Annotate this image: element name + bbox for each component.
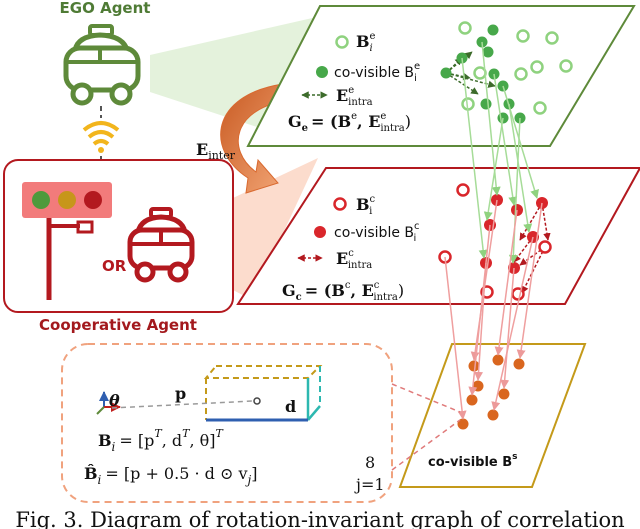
legend-box-marker-coop — [333, 197, 347, 211]
coop-to-fused-arrow — [500, 267, 515, 389]
coop-view-beam — [233, 158, 318, 300]
coop-box-node — [511, 287, 525, 301]
legend-covis-marker-coop — [314, 226, 326, 238]
fused-node — [466, 394, 478, 406]
ego-agent-label: EGO Agent — [60, 0, 151, 17]
ego-box-node — [530, 60, 544, 74]
legend-box-marker-ego — [335, 35, 349, 49]
ego-box-node — [516, 29, 530, 43]
ego-car-icon — [63, 24, 141, 106]
coop-box-node — [538, 240, 552, 254]
fused-node — [472, 380, 484, 392]
ego-box-node — [533, 101, 547, 115]
ego-covisible-node — [480, 98, 492, 110]
d-label: d — [285, 397, 296, 416]
coop-to-fused-arrow — [444, 256, 467, 420]
coop-plane-nodes — [438, 183, 552, 301]
ego-to-coop-arrow — [508, 103, 533, 233]
ego-intra-edge — [445, 72, 479, 95]
correspondence-arrows — [444, 41, 543, 420]
einter-label: Einter — [196, 140, 236, 162]
or-label: OR — [102, 257, 127, 275]
ego-covisible-node — [487, 24, 499, 36]
ego-to-coop-arrow — [483, 117, 504, 221]
bounding-box-3d — [203, 365, 323, 422]
legend-covis-marker-ego — [316, 66, 328, 78]
coop-intra-edge — [541, 202, 551, 241]
coop-car-icon — [127, 207, 195, 283]
coop-to-fused-arrow — [516, 202, 543, 359]
coop-intra-edge — [519, 202, 543, 241]
ego-box-node — [473, 66, 487, 80]
coop-box-node — [456, 183, 470, 197]
ego-intra-edge — [445, 57, 463, 74]
ego-view-beam — [150, 14, 330, 128]
fused-node — [468, 360, 480, 372]
fused-plane-nodes — [457, 354, 525, 430]
coop-intra-edge — [521, 246, 546, 294]
fused-node — [457, 418, 469, 430]
coop-to-fused-arrow — [468, 224, 491, 396]
ego-box-node — [458, 21, 472, 35]
coop-to-fused-arrow — [494, 209, 518, 356]
fused-node — [498, 388, 510, 400]
detail-link-upper — [391, 383, 461, 413]
fused-node — [513, 358, 525, 370]
ego-to-coop-arrow — [461, 57, 488, 259]
eq2-lower-limit: j=1 — [354, 475, 385, 494]
fused-plane-label: co-visible Bs — [428, 452, 518, 470]
box-detail-frame — [61, 343, 393, 503]
traffic-light-icon — [22, 182, 112, 300]
ego-to-coop-arrow — [508, 117, 521, 264]
p-label: p — [175, 384, 186, 403]
ego-box-node — [545, 31, 559, 45]
ego-box-node — [514, 67, 528, 81]
local-axes-icon — [96, 391, 121, 415]
box-corner-equation: B̂i= [p + 0.5 · d ⊙ vj] — [84, 464, 257, 487]
ego-covisible-node — [440, 67, 452, 79]
einter-arrow — [220, 83, 291, 194]
fused-node — [492, 354, 504, 366]
fused-node — [487, 409, 499, 421]
figure-caption: Fig. 3. Diagram of rotation-invariant gr… — [15, 508, 624, 529]
wifi-icon — [82, 121, 120, 153]
ego-box-node — [559, 59, 573, 73]
coop-agent-label: Cooperative Agent — [39, 316, 197, 334]
coop-to-fused-arrow — [491, 236, 534, 411]
theta-label: θ — [109, 391, 120, 410]
ego-to-coop-arrow — [493, 73, 518, 206]
p-vector — [111, 400, 254, 409]
box-param-equation: Bi= [pT, dT, θ]T — [98, 427, 225, 454]
ego-covisible-node — [482, 46, 494, 58]
eq2-upper-limit: 8 — [365, 453, 375, 472]
coop-to-fused-arrow — [474, 262, 487, 381]
